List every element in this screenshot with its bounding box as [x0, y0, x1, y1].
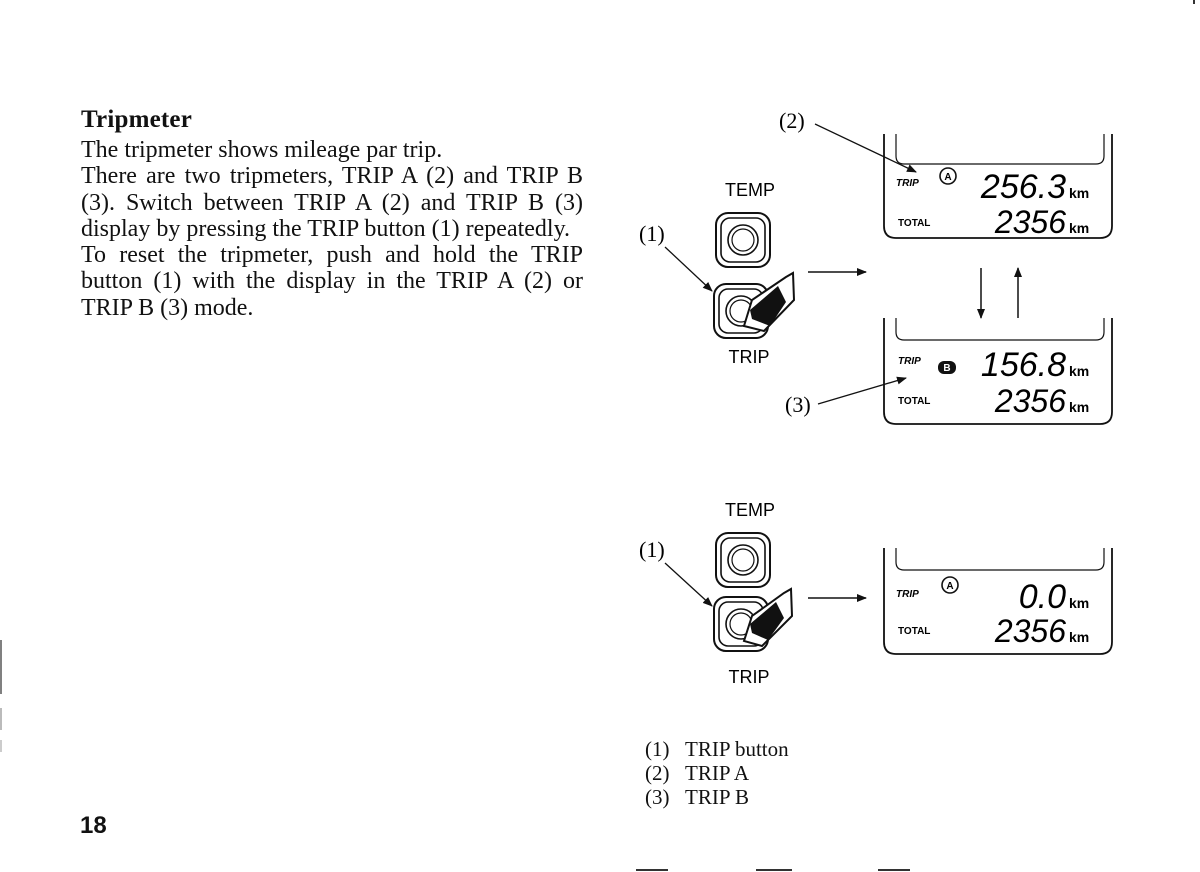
- temp-label: TEMP: [725, 500, 775, 520]
- trip-word: TRIP: [896, 178, 919, 189]
- switch-housing: TEMP TRIP: [713, 180, 775, 367]
- legend-text: TRIP B: [685, 785, 749, 809]
- legend-number: (2): [645, 761, 670, 785]
- trip-word: TRIP: [898, 356, 921, 367]
- callout-2-arrow: [814, 123, 917, 173]
- trip-value: 156.8: [981, 346, 1066, 384]
- display-trip-a: TRIP A 256.3 km TOTAL 2356 km: [883, 134, 1113, 240]
- legend-text: TRIP A: [685, 761, 749, 785]
- legend-number: (1): [645, 737, 670, 761]
- total-word: TOTAL: [898, 626, 930, 637]
- callout-3-arrow: [817, 376, 907, 405]
- total-value: 2356: [994, 383, 1066, 419]
- trip-letter: A: [944, 172, 951, 183]
- display-trip-b: TRIP B 156.8 km TOTAL 2356 km: [883, 318, 1113, 425]
- trip-value: 256.3: [980, 168, 1066, 206]
- legend-item: (2) TRIP A: [645, 761, 789, 785]
- figure-legend: (1) TRIP button (2) TRIP A (3) TRIP B: [645, 737, 789, 809]
- legend-text: TRIP button: [685, 737, 789, 761]
- trip-b-badge-icon: [938, 361, 956, 374]
- trip-letter: A: [946, 581, 953, 592]
- callout-1: (1): [639, 537, 665, 562]
- trip-unit: km: [1069, 595, 1089, 611]
- trip-label: TRIP: [728, 347, 769, 367]
- press-arrow-icon: [742, 271, 796, 333]
- body-text: The tripmeter shows mileage par trip. Th…: [81, 137, 583, 321]
- paragraph: The tripmeter shows mileage par trip.: [81, 137, 443, 163]
- trip-unit: km: [1069, 363, 1089, 379]
- paragraph: There are two tripmeters, TRIP A (2) and…: [81, 163, 583, 242]
- trip-unit: km: [1069, 185, 1089, 201]
- trip-word: TRIP: [896, 589, 919, 600]
- total-value: 2356: [994, 613, 1066, 649]
- trip-label: TRIP: [728, 667, 769, 687]
- total-unit: km: [1069, 399, 1089, 415]
- total-value: 2356: [994, 204, 1066, 240]
- callout-3: (3): [785, 392, 811, 417]
- callout-1-arrow: [664, 246, 713, 292]
- temp-label: TEMP: [725, 180, 775, 200]
- trip-value: 0.0: [1019, 578, 1066, 616]
- temp-button: [715, 212, 771, 268]
- total-word: TOTAL: [898, 218, 930, 229]
- legend-number: (3): [645, 785, 670, 809]
- legend-item: (1) TRIP button: [645, 737, 789, 761]
- trip-a-badge-icon: [941, 576, 959, 594]
- paragraph: To reset the tripmeter, push and hold th…: [81, 242, 583, 321]
- callout-1: (1): [639, 221, 665, 246]
- total-word: TOTAL: [898, 396, 930, 407]
- trip-a-badge-icon: [939, 167, 957, 185]
- switch-housing-reset: TEMP TRIP: [713, 500, 775, 687]
- page-number: 18: [80, 812, 107, 839]
- temp-button: [715, 532, 771, 588]
- press-arrow-icon: [742, 587, 794, 648]
- total-unit: km: [1069, 629, 1089, 645]
- trip-letter: B: [943, 363, 950, 374]
- callout-2: (2): [779, 108, 805, 133]
- display-trip-reset: TRIP A 0.0 km TOTAL 2356 km: [883, 548, 1113, 655]
- legend-item: (3) TRIP B: [645, 785, 789, 809]
- section-title: Tripmeter: [81, 106, 193, 133]
- callout-1-arrow: [664, 562, 713, 607]
- total-unit: km: [1069, 220, 1089, 236]
